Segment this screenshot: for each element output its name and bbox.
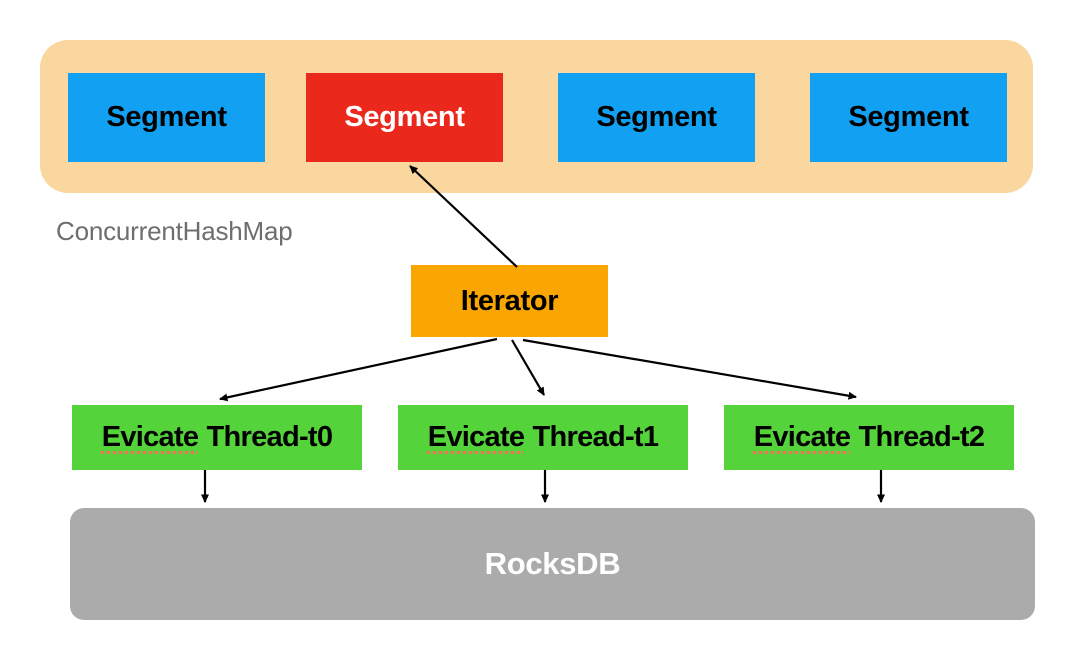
segment-label: Segment — [344, 101, 465, 133]
rocksdb-label: RocksDB — [484, 546, 621, 581]
segment-box-4: Segment — [810, 73, 1007, 162]
segment-box-1: Segment — [68, 73, 265, 162]
segment-box-2-highlighted: Segment — [306, 73, 503, 162]
segment-label: Segment — [848, 101, 969, 133]
arrow-iterator-to-thread-t2 — [522, 338, 857, 400]
segment-label: Segment — [106, 101, 227, 133]
iterator-label: Iterator — [460, 284, 559, 317]
evict-thread-word: Evicate — [101, 421, 199, 453]
iterator-box: Iterator — [411, 265, 608, 337]
concurrenthashmap-label: ConcurrentHashMap — [56, 216, 293, 246]
evict-thread-name: Thread-t0 — [206, 421, 333, 453]
arrow-iterator-to-thread-t0 — [219, 337, 498, 402]
concurrenthashmap-container: Segment Segment Segment Segment — [40, 40, 1033, 193]
evict-thread-name: Thread-t2 — [858, 421, 985, 453]
segment-box-3: Segment — [558, 73, 755, 162]
evict-thread-word: Evicate — [427, 421, 525, 453]
evict-thread-name: Thread-t1 — [532, 421, 659, 453]
segment-label: Segment — [596, 101, 717, 133]
arrow-iterator-to-thread-t1 — [511, 339, 545, 396]
rocksdb-box: RocksDB — [70, 508, 1035, 620]
evict-thread-word: Evicate — [753, 421, 851, 453]
